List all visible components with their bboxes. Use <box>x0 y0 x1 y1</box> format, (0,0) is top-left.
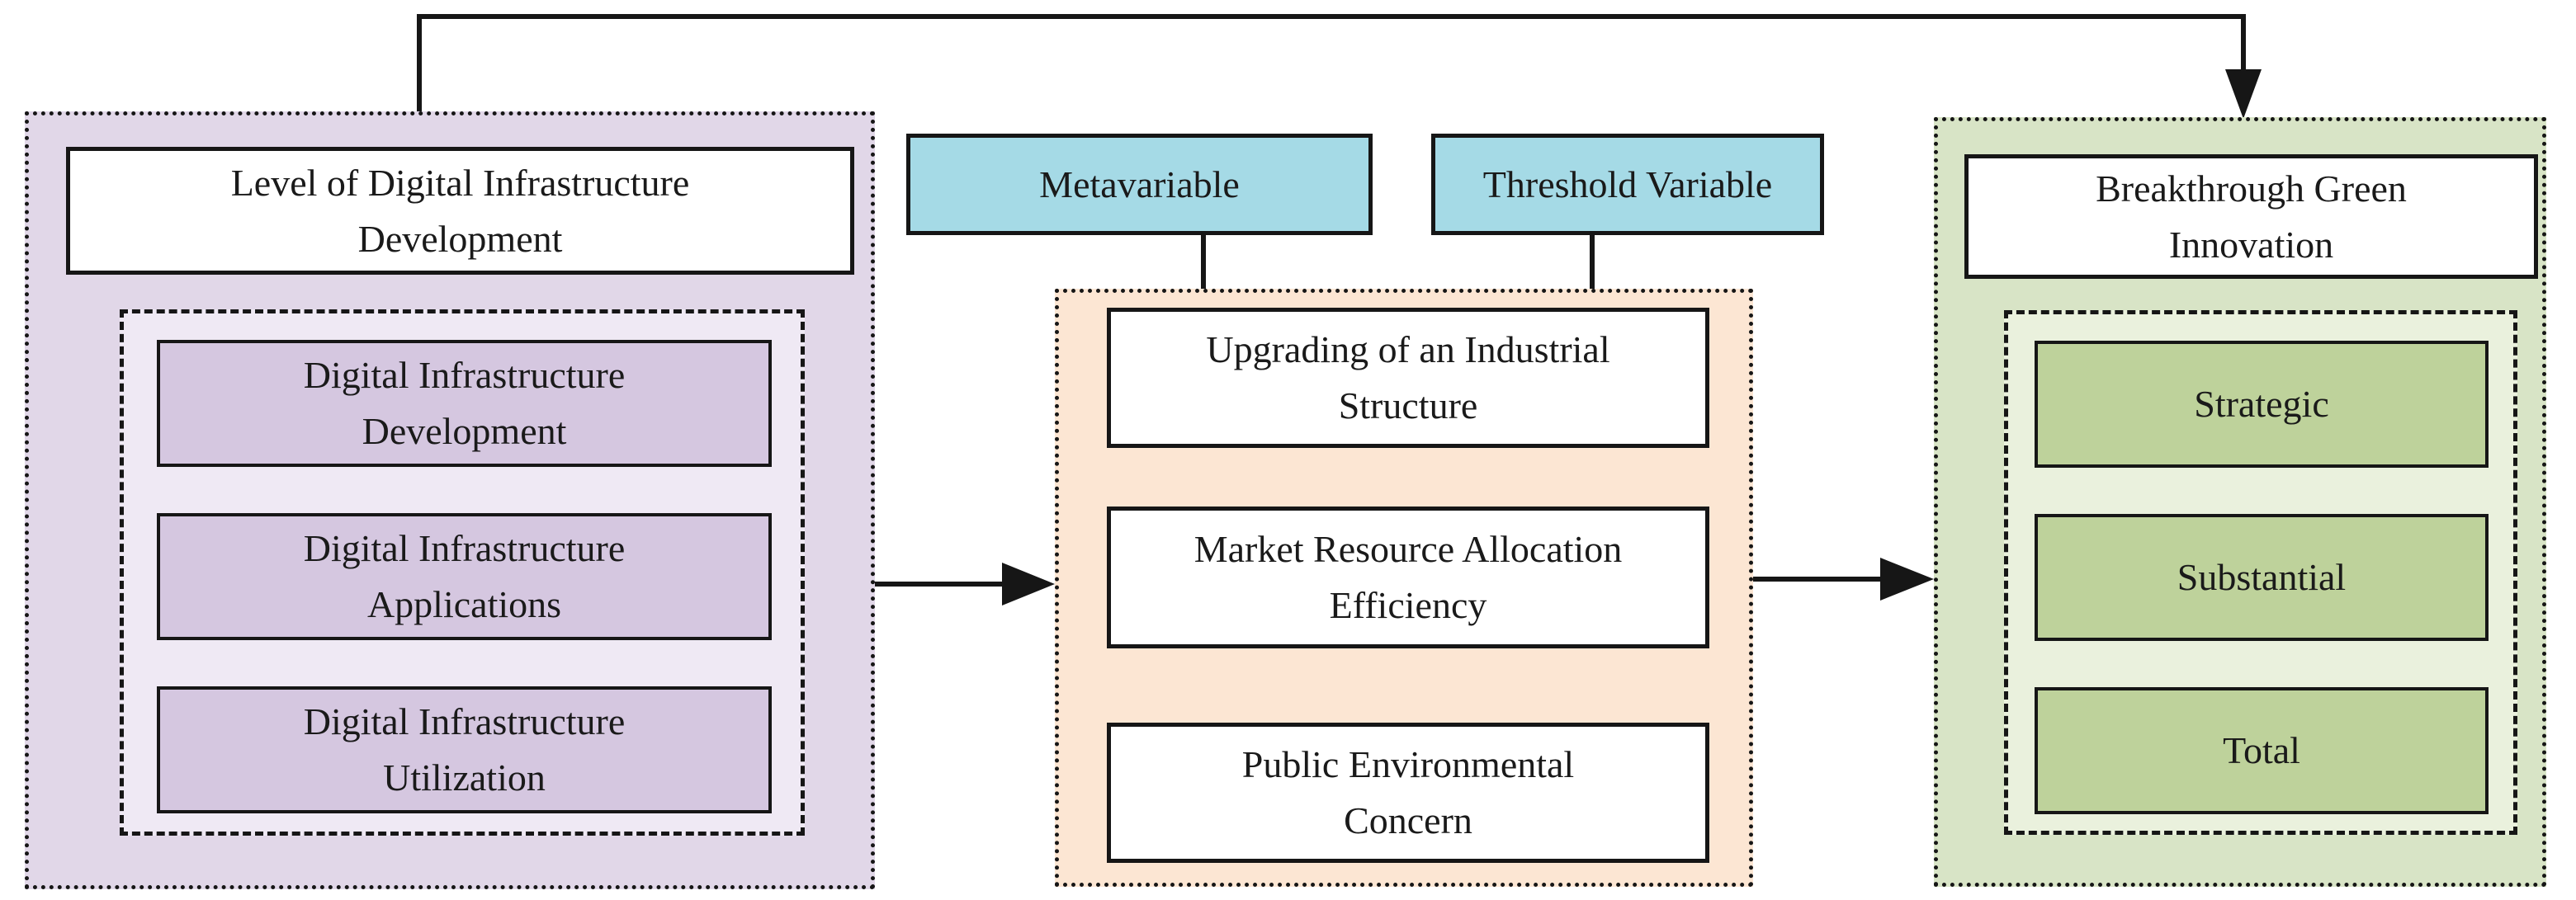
metavariable-box: Metavariable <box>906 134 1373 235</box>
middle-box-industrial-structure: Upgrading of an Industrial Structure <box>1107 308 1709 448</box>
arrowhead-right-icon <box>1002 563 1055 605</box>
threshold-variable-box: Threshold Variable <box>1431 134 1824 235</box>
right-subbox-substantial-label: Substantial <box>2177 556 2347 598</box>
arrowhead-down-icon <box>2225 69 2262 119</box>
left-panel-title: Level of Digital Infrastructure Developm… <box>230 161 690 260</box>
middle-box-public-environmental-label: Public Environmental Concern <box>1241 743 1575 841</box>
right-subbox-total: Total <box>2035 687 2489 814</box>
left-subbox-utilization-label: Digital Infrastructure Utilization <box>303 700 626 799</box>
left-subbox-development-label: Digital Infrastructure Development <box>303 354 626 452</box>
right-subbox-strategic-label: Strategic <box>2194 383 2329 425</box>
middle-box-market-resource-label: Market Resource Allocation Efficiency <box>1193 528 1623 626</box>
right-panel-dashed-group: Strategic Substantial Total <box>2004 310 2517 835</box>
left-panel: Level of Digital Infrastructure Developm… <box>25 111 875 889</box>
right-panel: Breakthrough Green Innovation Strategic … <box>1934 117 2546 887</box>
metavariable-label: Metavariable <box>1039 163 1240 205</box>
middle-box-market-resource: Market Resource Allocation Efficiency <box>1107 507 1709 648</box>
arrowhead-right-icon <box>1880 558 1934 601</box>
left-subbox-development: Digital Infrastructure Development <box>157 340 772 467</box>
left-panel-dashed-group: Digital Infrastructure Development Digit… <box>120 309 805 836</box>
right-subbox-substantial: Substantial <box>2035 514 2489 641</box>
middle-panel: Upgrading of an Industrial Structure Mar… <box>1055 289 1753 887</box>
middle-box-public-environmental: Public Environmental Concern <box>1107 723 1709 863</box>
left-subbox-applications: Digital Infrastructure Applications <box>157 513 772 640</box>
middle-box-industrial-structure-label: Upgrading of an Industrial Structure <box>1206 328 1610 426</box>
left-subbox-applications-label: Digital Infrastructure Applications <box>303 527 626 625</box>
right-panel-title: Breakthrough Green Innovation <box>2096 167 2407 266</box>
left-panel-title-box: Level of Digital Infrastructure Developm… <box>66 147 854 275</box>
right-subbox-total-label: Total <box>2223 729 2300 771</box>
top-connector-line <box>417 14 2246 111</box>
right-panel-title-box: Breakthrough Green Innovation <box>1964 154 2538 279</box>
right-subbox-strategic: Strategic <box>2035 341 2489 468</box>
left-subbox-utilization: Digital Infrastructure Utilization <box>157 686 772 813</box>
threshold-variable-label: Threshold Variable <box>1482 163 1773 205</box>
